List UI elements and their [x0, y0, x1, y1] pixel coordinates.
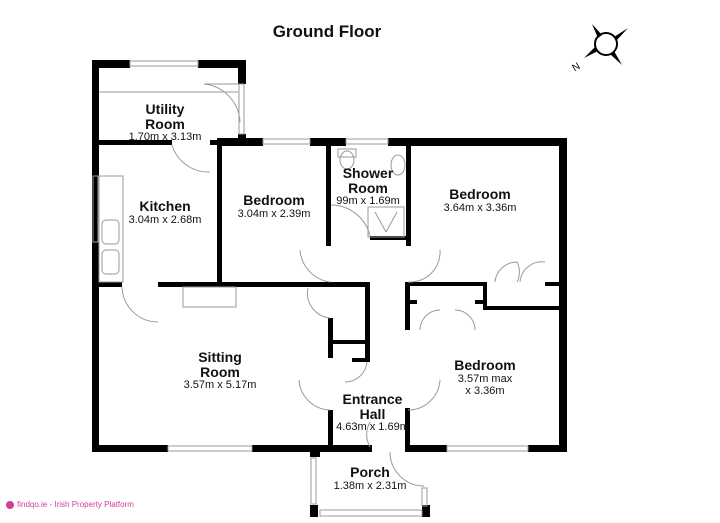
- room-shower: Shower Room 99m x 1.69m: [336, 165, 400, 208]
- room-bedroom-3: Bedroom 3.57m max x 3.36m: [454, 357, 516, 398]
- fixtures: [92, 60, 546, 517]
- room-sitting: Sitting Room 3.57m x 5.17m: [183, 349, 257, 392]
- walls: [92, 60, 567, 517]
- room-bedroom-1: Bedroom 3.04m x 2.39m: [237, 192, 311, 220]
- globe-icon: [6, 500, 14, 509]
- page-title: Ground Floor: [272, 22, 382, 41]
- compass-letter: N: [571, 61, 583, 74]
- room-utility: Utility Room 1.70m x 3.13m: [128, 101, 202, 144]
- room-entrance-hall: Entrance Hall 4.63m x 1.69m: [336, 391, 409, 434]
- room-bedroom-2: Bedroom 3.64m x 3.36m: [443, 186, 517, 214]
- footer-text: findqo.ie - Irish Property Platform: [17, 500, 134, 509]
- room-porch: Porch 1.38m x 2.31m: [333, 464, 407, 492]
- footer-watermark: findqo.ie - Irish Property Platform: [6, 500, 134, 509]
- compass-north-icon: N: [571, 24, 628, 74]
- room-kitchen: Kitchen 3.04m x 2.68m: [128, 198, 202, 226]
